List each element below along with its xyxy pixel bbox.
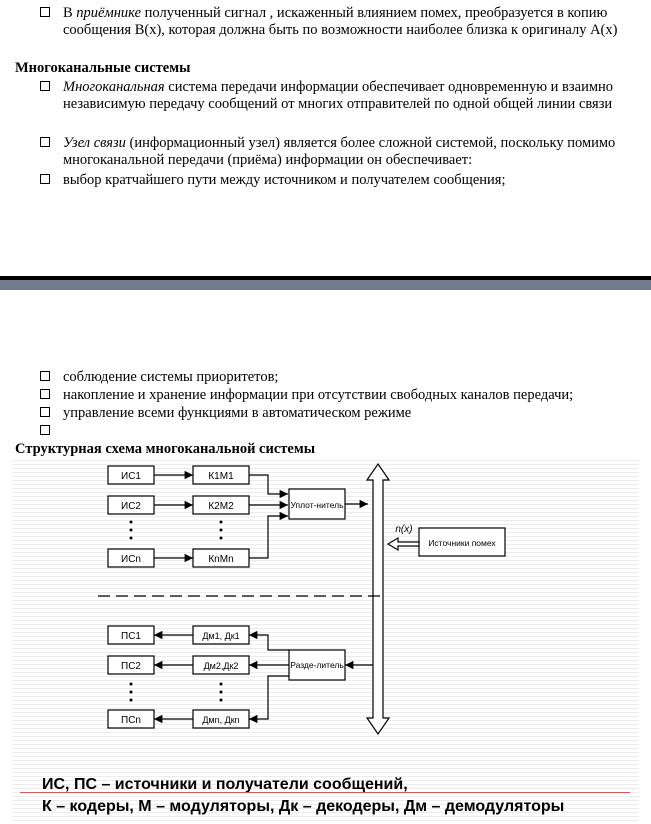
checkbox-icon (40, 371, 50, 381)
noise-source-label: Источники помех (428, 538, 496, 548)
demux-label: Разде-литель (290, 660, 344, 670)
arrow-coder-mux-1 (249, 474, 288, 499)
checkbox-icon (40, 137, 50, 147)
checkbox-icon (40, 174, 50, 184)
arrow-demux-decoder-1 (248, 630, 289, 651)
mux-box (288, 488, 346, 520)
arrow-demux-decoder-n (248, 675, 289, 724)
multichannel-block-diagram: ИС1 ИС2 ИСn К1М1 К2М2 КnМn Уплот-нитель … (12, 460, 639, 824)
arrow-noise (386, 536, 420, 552)
receiver-label-1: ПС1 (121, 631, 141, 642)
legend-underline (20, 792, 630, 793)
checkbox-icon (40, 389, 50, 399)
receiver-label-2: ПС2 (121, 661, 141, 672)
decoder-label-2: Дм2,Дк2 (204, 661, 239, 671)
noise-source-box (418, 527, 506, 557)
checkbox-icon (40, 407, 50, 417)
decoder-label-n: Дмn, Дкn (202, 715, 239, 725)
source-label-2: ИС2 (121, 501, 141, 512)
checkbox-icon (40, 425, 50, 435)
section-heading-multichannel: Многоканальные системы (15, 60, 191, 76)
legend-line-1: ИС, ПС – источники и получатели сообщени… (42, 776, 408, 793)
source-label-n: ИСn (121, 554, 141, 565)
communication-line-bus (365, 462, 391, 736)
coder-label-n: КnМn (208, 554, 233, 565)
noise-signal-label: n(x) (395, 524, 412, 535)
ellipsis-bottom (129, 682, 223, 702)
decoder-label-1: Дм1, Дк1 (202, 631, 239, 641)
checkbox-icon (40, 7, 50, 17)
receiver-label-n: ПСn (121, 715, 141, 726)
page-separator (0, 276, 651, 280)
demux-box (288, 649, 346, 681)
ellipsis-top (129, 520, 223, 540)
coder-label-2: К2М2 (208, 501, 234, 512)
page-separator-band (0, 280, 651, 290)
checkbox-icon (40, 81, 50, 91)
legend-line-2: К – кодеры, М – модуляторы, Дк – декодер… (42, 798, 565, 815)
mux-label: Уплот-нитель (290, 500, 344, 510)
source-label-1: ИС1 (121, 471, 141, 482)
arrow-coder-mux-n (249, 511, 288, 559)
section-heading-diagram: Структурная схема многоканальной системы (15, 441, 316, 457)
coder-label-1: К1М1 (208, 471, 234, 482)
